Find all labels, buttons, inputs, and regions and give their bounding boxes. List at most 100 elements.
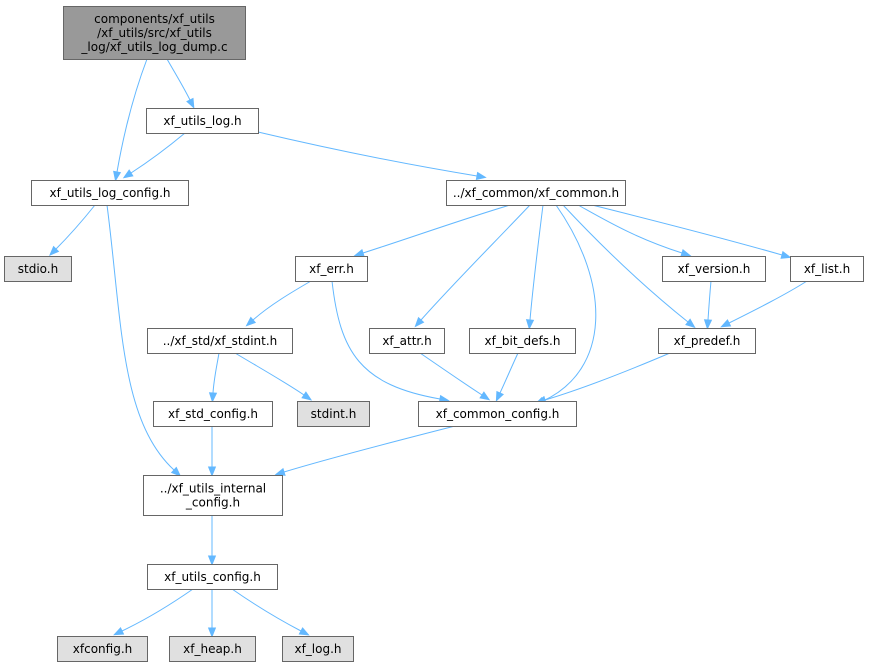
edge-line	[283, 425, 456, 473]
arrowhead-icon	[207, 555, 217, 566]
node-box	[153, 401, 273, 427]
node-label: xf_err.h	[309, 262, 354, 276]
node-box	[57, 636, 148, 662]
edge-line	[231, 588, 302, 632]
arrowhead-icon	[525, 319, 535, 330]
node-label: _log/xf_utils_log_dump.c	[80, 40, 227, 54]
node-xf-common-h[interactable]: ../xf_common/xf_common.h	[446, 180, 626, 206]
node-box	[147, 328, 293, 354]
arrowhead-icon	[703, 319, 713, 330]
node-box	[418, 401, 577, 427]
arrowhead-icon	[113, 627, 125, 636]
node-box	[63, 6, 246, 60]
edge-line	[529, 204, 544, 321]
node-stdio-h[interactable]: stdio.h	[4, 256, 72, 282]
edge-line	[234, 352, 305, 396]
node-xf-err-h[interactable]: xf_err.h	[295, 256, 368, 282]
edge-line	[728, 280, 808, 324]
node-box	[662, 256, 766, 282]
node-label: xfconfig.h	[73, 642, 132, 656]
edge-xf_stdint_h-to-xf_std_config_h	[208, 352, 220, 403]
arrowhead-icon	[208, 392, 218, 403]
node-xf-log-h[interactable]: xf_log.h	[282, 636, 354, 662]
arrowhead-icon	[720, 319, 732, 328]
edge-line	[252, 280, 312, 321]
edge-xf_stdint_h-to-stdint_h	[234, 352, 313, 401]
node-xf-heap-h[interactable]: xf_heap.h	[169, 636, 256, 662]
edge-xf_bit_defs_h-to-xf_common_config_h	[495, 352, 519, 402]
edge-line	[331, 280, 441, 400]
node-xf-common-config-h[interactable]: xf_common_config.h	[418, 401, 577, 427]
edge-xf_utils_log_h-to-xf_utils_log_config_h	[122, 132, 186, 179]
arrowhead-icon	[274, 467, 286, 476]
node-box	[369, 328, 445, 354]
node-stdint-h[interactable]: stdint.h	[297, 401, 370, 427]
arrowhead-icon	[186, 97, 195, 109]
edge-line	[212, 352, 220, 394]
edge-root-to-xf_utils_log_config_h	[113, 58, 148, 182]
edge-xf_common_h-to-xf_predef_h	[562, 204, 696, 329]
edge-xf_utils_log_config_h-to-stdio_h	[49, 204, 96, 256]
node-xf-utils-log-h[interactable]: xf_utils_log.h	[146, 108, 259, 134]
arrowhead-icon	[170, 466, 182, 477]
node-xf-utils-config-h[interactable]: xf_utils_config.h	[147, 564, 278, 590]
edge-line	[420, 204, 531, 321]
arrowhead-icon	[122, 169, 134, 179]
arrowhead-icon	[207, 627, 217, 638]
node-label: xf_std_config.h	[168, 407, 258, 421]
node-xf-predef-h[interactable]: xf_predef.h	[658, 328, 756, 354]
node-xfconfig-h[interactable]: xfconfig.h	[57, 636, 148, 662]
edge-xf_common_h-to-xf_bit_defs_h	[525, 204, 544, 330]
node-label: stdint.h	[311, 407, 357, 421]
node-box	[469, 328, 576, 354]
arrowhead-icon	[685, 318, 696, 329]
edge-line	[257, 131, 478, 177]
edge-line	[121, 588, 194, 632]
arrowhead-icon	[245, 316, 257, 327]
node-box	[446, 180, 626, 206]
edge-line	[577, 204, 683, 254]
node-label: xf_predef.h	[674, 334, 741, 348]
edge-xf_predef_h-to-xf_common_config_h	[535, 352, 671, 404]
node-box	[31, 180, 189, 206]
node-xf-attr-h[interactable]: xf_attr.h	[369, 328, 445, 354]
edge-line	[591, 204, 783, 256]
edge-xf_std_config_h-to-xf_utils_internal_config_h	[207, 426, 217, 477]
node-xf-stdint-h[interactable]: ../xf_std/xf_stdint.h	[147, 328, 293, 354]
node-label: ../xf_utils_internal	[160, 482, 266, 496]
node-label: components/xf_utils	[94, 12, 215, 26]
edge-line	[544, 352, 671, 401]
arrowhead-icon	[780, 250, 792, 259]
node-xf-version-h[interactable]: xf_version.h	[662, 256, 766, 282]
node-label: xf_utils_log_config.h	[50, 186, 171, 200]
edge-line	[116, 58, 148, 173]
node-label: xf_attr.h	[382, 334, 431, 348]
node-box	[147, 564, 278, 590]
edge-xf_common_h-to-xf_list_h	[591, 204, 792, 259]
edges-layer	[49, 58, 808, 638]
node-label: xf_utils_config.h	[164, 570, 261, 584]
edge-line	[562, 204, 689, 323]
node-box	[790, 256, 864, 282]
edge-line	[130, 132, 186, 174]
arrowhead-icon	[475, 171, 487, 181]
edge-xf_attr_h-to-xf_common_config_h	[419, 352, 491, 401]
edge-xf_common_h-to-xf_attr_h	[414, 204, 531, 328]
arrowhead-icon	[414, 316, 425, 328]
arrowhead-icon	[479, 391, 491, 401]
node-box	[282, 636, 354, 662]
arrowhead-icon	[495, 390, 504, 402]
node-xf-std-config-h[interactable]: xf_std_config.h	[153, 401, 273, 427]
node-label: _config.h	[185, 496, 240, 510]
node-label: xf_bit_defs.h	[485, 334, 561, 348]
node-root[interactable]: components/xf_utils/xf_utils/src/xf_util…	[63, 6, 246, 60]
edge-xf_utils_internal_config_h-to-xf_utils_config_h	[207, 515, 217, 566]
node-box	[297, 401, 370, 427]
nodes-layer: components/xf_utils/xf_utils/src/xf_util…	[4, 6, 864, 662]
node-xf-list-h[interactable]: xf_list.h	[790, 256, 864, 282]
node-xf-utils-log-config-h[interactable]: xf_utils_log_config.h	[31, 180, 189, 206]
node-label: xf_list.h	[804, 262, 850, 276]
node-box	[143, 475, 283, 516]
node-xf-bit-defs-h[interactable]: xf_bit_defs.h	[469, 328, 576, 354]
node-xf-utils-internal-config-h[interactable]: ../xf_utils_internal_config.h	[143, 475, 283, 516]
